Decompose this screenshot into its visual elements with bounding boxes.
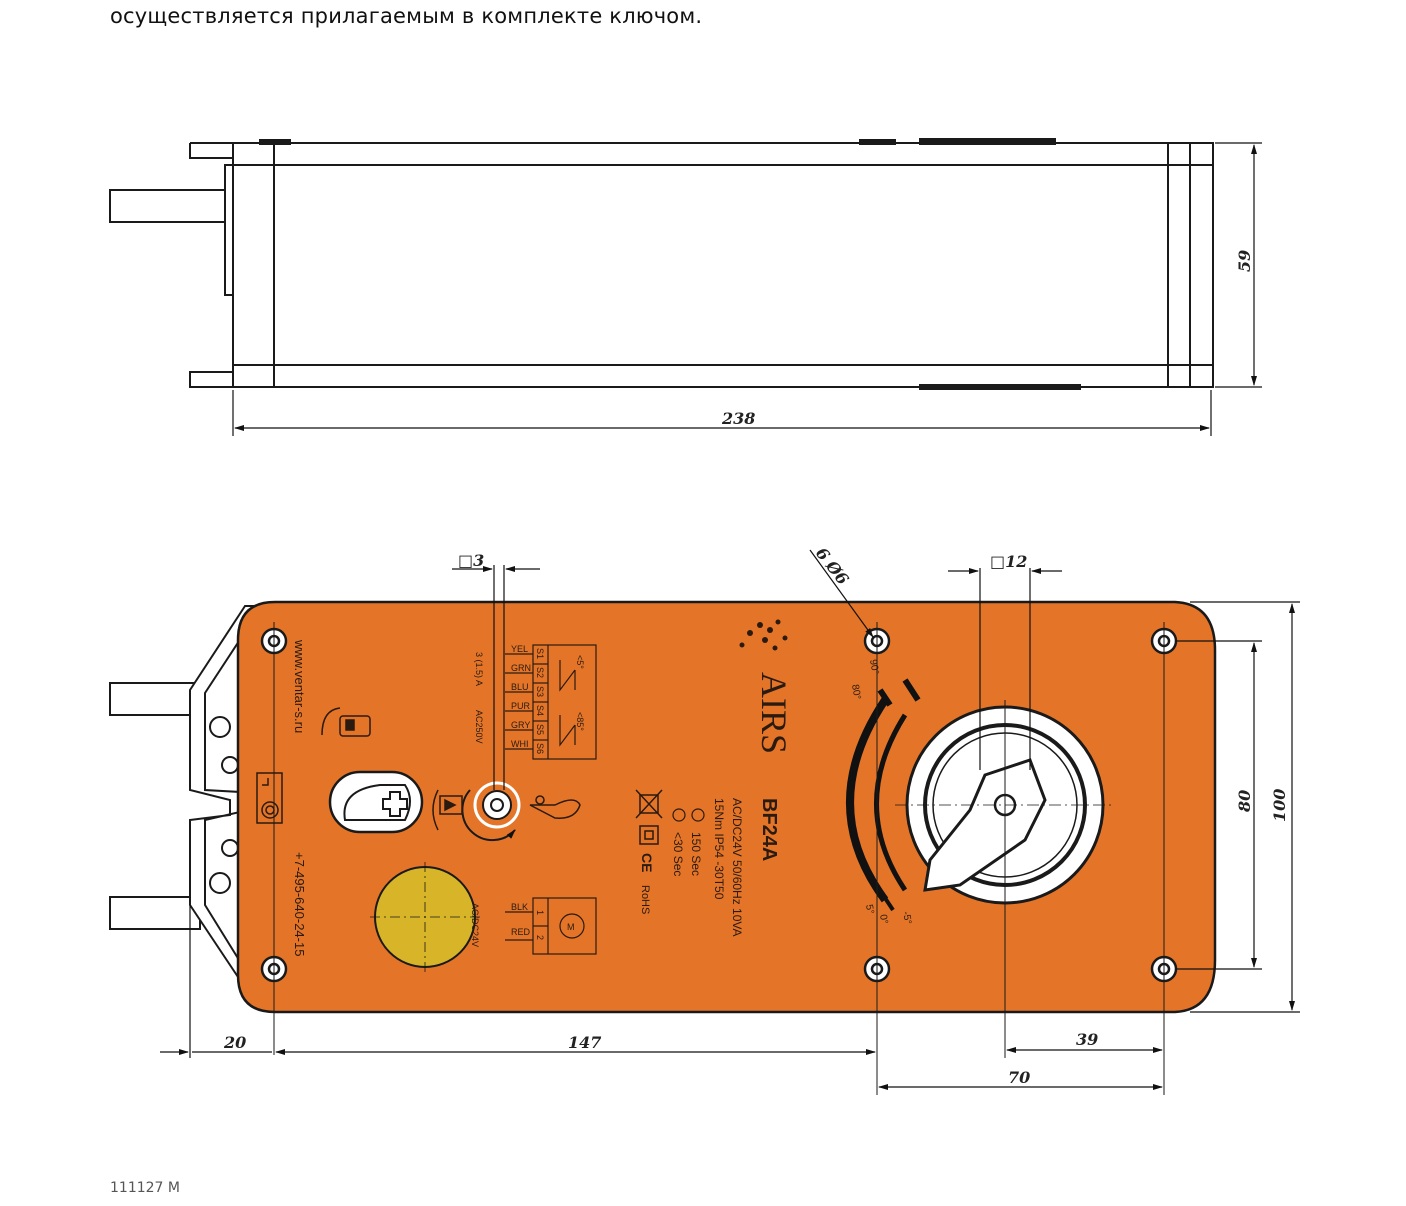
dim-length-label: 238 xyxy=(721,409,755,428)
gear-lock-icon xyxy=(432,789,463,831)
time-motor: 150 Sec xyxy=(689,832,703,876)
wire-label-2: GRN xyxy=(511,663,531,673)
dim-20: 20 xyxy=(223,1033,246,1052)
scale-0-label: 0° xyxy=(877,914,889,925)
switch-rating: 3 (1.5) A xyxy=(474,652,484,686)
dim-70: 70 xyxy=(1008,1068,1030,1087)
intro-text: осуществляется прилагаемым в комплекте к… xyxy=(110,4,703,28)
bracket-hole-4 xyxy=(209,872,231,894)
dim-39: 39 xyxy=(1076,1030,1098,1049)
switch-angle-1: <5° xyxy=(575,655,585,669)
scale-80-label: 80° xyxy=(849,684,862,701)
scale-minus5-label: -5° xyxy=(900,911,913,926)
spec-line-1: AC/DC24V 50/60Hz 10VA xyxy=(730,798,744,937)
crank-icon xyxy=(328,770,424,834)
wire-label-6: WHI xyxy=(511,739,529,749)
dim-holes: 6 Ø6 xyxy=(812,544,853,589)
phone-label: +7-495-640-24-15 xyxy=(292,852,307,956)
rohs-mark: RoHS xyxy=(639,885,651,914)
side-view xyxy=(109,138,1214,390)
side-dim-height xyxy=(1215,142,1262,388)
switch-voltage: AC250V xyxy=(474,710,484,744)
weee-bin-icon xyxy=(635,789,663,819)
terminal-s6: S6 xyxy=(535,743,545,754)
motor-mini-icon xyxy=(691,808,705,822)
hand-icon xyxy=(529,795,581,819)
website-label: www.ventar-s.ru xyxy=(292,639,307,733)
bracket-hole-2 xyxy=(221,756,239,774)
brand-logo: AIRS xyxy=(739,619,794,754)
model-label: BF24A xyxy=(758,798,780,861)
switch-angle-2: <85° xyxy=(575,712,585,731)
lock-icon xyxy=(321,707,371,737)
wire-label-1: YEL xyxy=(511,644,528,654)
terminal-s4: S4 xyxy=(535,705,545,716)
dim-147: 147 xyxy=(568,1033,601,1052)
bracket-hole-3 xyxy=(221,839,239,857)
side-dim-length xyxy=(232,390,1212,436)
wire-label-4: PUR xyxy=(511,701,531,711)
spring-mini-icon xyxy=(672,808,686,822)
dim-100: 100 xyxy=(1270,789,1289,822)
motor-symbol: M xyxy=(567,922,575,932)
terminal-s2: S2 xyxy=(535,667,545,678)
dim-square-small: □3 xyxy=(458,551,484,570)
front-view: 90° 80° 5° 0° -5° xyxy=(109,600,1217,1095)
bracket-hole-1 xyxy=(209,716,231,738)
double-insulation-icon xyxy=(639,825,659,845)
motor-voltage: AC/DC24V xyxy=(470,903,480,947)
time-spring: <30 Sec xyxy=(671,832,685,876)
ce-mark: CE xyxy=(639,853,655,872)
wire-label-5: GRY xyxy=(511,720,530,730)
motor-wire-2: RED xyxy=(511,927,531,937)
front-dimensions xyxy=(160,549,1300,1090)
dim-height-label: 59 xyxy=(1235,250,1254,272)
dim-square-large: □12 xyxy=(990,552,1027,571)
actuator-body xyxy=(236,600,1217,1014)
motor-wire-1: BLK xyxy=(511,902,528,912)
scale-5-label: 5° xyxy=(863,904,875,915)
motor-terminal-1: 1 xyxy=(535,910,545,915)
wire-label-3: BLU xyxy=(511,682,529,692)
motor-terminal-2: 2 xyxy=(535,935,545,940)
terminal-s1: S1 xyxy=(535,648,545,659)
spec-line-2: 15Nm IP54 -30T50 xyxy=(712,798,726,900)
footer-fragment: 111127 М xyxy=(110,1180,180,1196)
terminal-s3: S3 xyxy=(535,686,545,697)
dim-80: 80 xyxy=(1235,790,1254,813)
motor-wiring xyxy=(505,897,597,955)
terminal-s5: S5 xyxy=(535,724,545,735)
aux-switch-box xyxy=(505,644,597,760)
svg-text:AIRS: AIRS xyxy=(754,672,794,754)
